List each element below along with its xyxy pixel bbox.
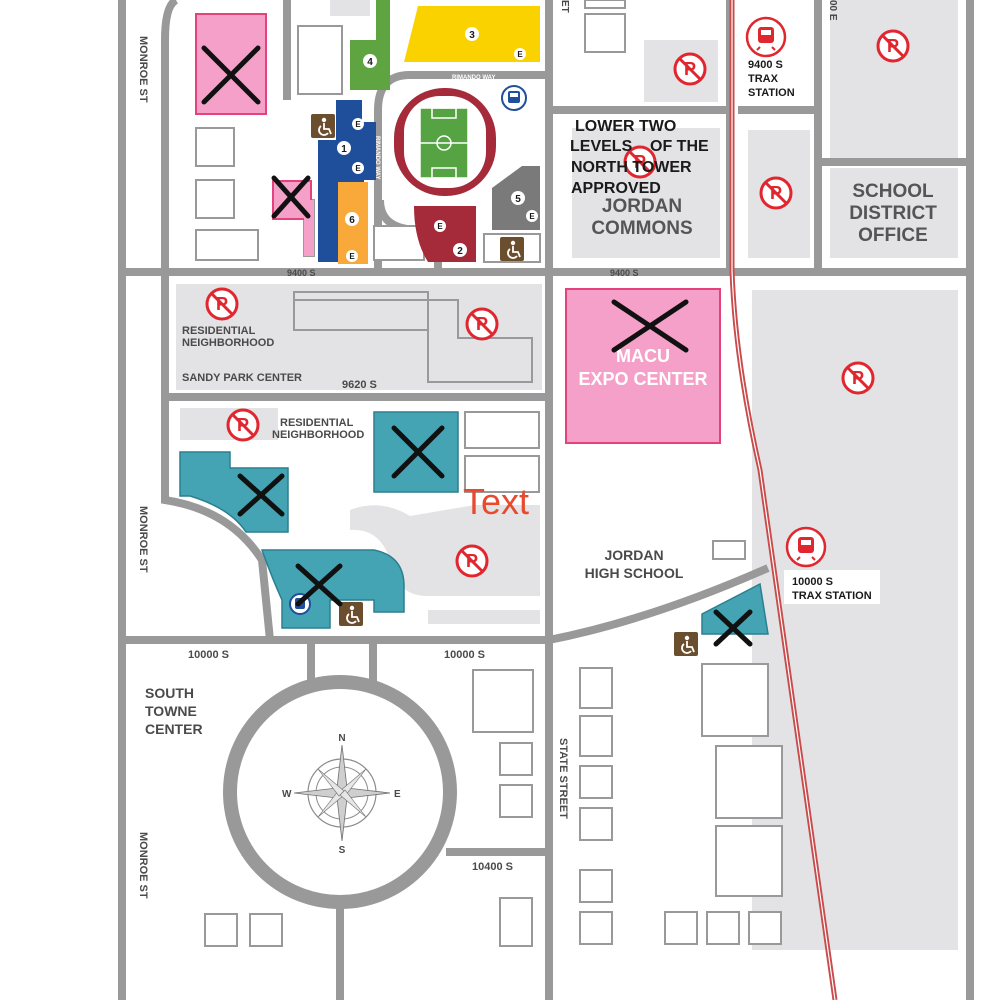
svg-text:LOWER TWO: LOWER TWO [575,118,676,135]
svg-text:SOUTH: SOUTH [145,685,194,701]
no-parking-icon [226,408,260,442]
teal-lot-south[interactable] [260,549,405,629]
svg-text:10400 S: 10400 S [472,861,513,873]
no-parking-icon [759,176,793,210]
svg-text:DISTRICT: DISTRICT [849,203,937,224]
trax-train-icon [745,16,787,58]
svg-text:NORTH TOWER: NORTH TOWER [571,159,692,176]
svg-text:4: 4 [367,57,373,68]
svg-text:00 E: 00 E [827,0,838,21]
svg-text:SCHOOL: SCHOOL [852,181,934,202]
street-labels: MONROE ST MONROE ST MONROE ST 9400 S 940… [137,0,838,899]
compass-rose-icon: N S E W [282,733,401,856]
x-mark-icon [237,473,285,517]
svg-text:RESIDENTIAL: RESIDENTIAL [280,417,354,429]
svg-text:STATE STREET: STATE STREET [557,738,569,819]
annotation-note: LOWER TWO LEVELS OF THE NORTH TOWER APPR… [570,118,709,197]
svg-text:ET: ET [559,0,570,13]
no-parking-icon [841,361,875,395]
svg-text:3: 3 [469,30,475,41]
svg-text:LEVELS OF THE: LEVELS OF THE [570,138,709,155]
svg-text:10000 S: 10000 S [444,649,485,661]
svg-text:NEIGHBORHOOD: NEIGHBORHOOD [182,337,274,349]
svg-text:HIGH SCHOOL: HIGH SCHOOL [585,565,684,581]
accessible-parking-icon [338,601,364,627]
lot-4[interactable] [350,0,390,90]
svg-text:NEIGHBORHOOD: NEIGHBORHOOD [272,429,364,441]
svg-text:CENTER: CENTER [145,721,203,737]
city-blocks [176,0,958,950]
svg-text:N: N [338,733,345,744]
svg-text:5: 5 [515,194,521,205]
svg-text:W: W [282,789,292,800]
x-mark-icon [295,563,343,607]
svg-text:TRAX STATION: TRAX STATION [792,590,872,602]
svg-text:10000 S: 10000 S [188,649,229,661]
accessible-parking-icon [673,631,699,657]
svg-text:MONROE ST: MONROE ST [137,36,149,103]
svg-text:E: E [394,789,401,800]
building-outlines [195,0,783,947]
place-labels: 9400 S TRAX STATION SCHOOL DISTRICT OFFI… [145,59,937,737]
svg-text:E: E [349,252,355,261]
svg-text:E: E [437,222,443,231]
x-mark-icon [201,45,261,105]
svg-text:9400 S: 9400 S [287,268,316,278]
svg-text:E: E [529,212,535,221]
no-parking-icon [673,52,707,86]
svg-text:E: E [517,50,523,59]
svg-text:EXPO CENTER: EXPO CENTER [578,369,707,389]
accessible-parking-icon [499,236,525,262]
svg-text:COMMONS: COMMONS [591,218,692,239]
svg-text:APPROVED: APPROVED [571,180,661,197]
svg-text:10000 S: 10000 S [792,576,833,588]
no-parking-icon [205,287,239,321]
accessible-parking-icon [310,113,336,139]
svg-text:JORDAN: JORDAN [602,196,682,217]
svg-text:E: E [355,120,361,129]
x-mark-icon [391,425,445,479]
trax-train-icon [785,526,827,568]
teal-lot-east[interactable] [701,582,769,635]
x-marks [201,45,753,647]
svg-text:MACU: MACU [616,346,670,366]
svg-text:JORDAN: JORDAN [604,547,663,563]
svg-text:6: 6 [349,215,355,226]
svg-text:RESIDENTIAL: RESIDENTIAL [182,325,256,337]
stadium [394,88,496,196]
no-parking-icon [455,544,489,578]
svg-text:MONROE ST: MONROE ST [137,832,149,899]
entrance-markers: E E E E E E [346,48,538,262]
svg-text:RIMANDO WAY: RIMANDO WAY [452,75,495,81]
teal-lot-west[interactable] [179,451,289,533]
svg-text:STATION: STATION [748,87,795,99]
macu-expo-lot[interactable] [565,288,721,444]
svg-text:E: E [355,164,361,173]
svg-text:S: S [339,845,346,856]
roundabout-ring [223,675,457,909]
no-parking-icon [876,29,910,63]
svg-text:MONROE ST: MONROE ST [137,506,149,573]
svg-text:TOWNE: TOWNE [145,703,197,719]
svg-text:SANDY PARK CENTER: SANDY PARK CENTER [182,372,302,384]
x-mark-icon [713,609,753,647]
svg-text:TRAX: TRAX [748,73,779,85]
trax-rail-line [729,0,838,1000]
no-parking-icon [465,307,499,341]
bus-icon [501,85,527,111]
svg-text:9400 S: 9400 S [610,268,639,278]
lot-pink-strip[interactable] [304,200,314,256]
svg-text:1: 1 [341,144,347,155]
svg-text:OFFICE: OFFICE [858,225,928,246]
x-mark-icon [611,299,689,353]
svg-text:9400 S: 9400 S [748,59,783,71]
annotation-text: Text [463,481,529,522]
svg-text:9620 S: 9620 S [342,379,377,391]
x-mark-icon [271,175,311,219]
lot-number-badges: 1 2 3 4 5 6 [337,27,525,257]
svg-text:2: 2 [457,246,463,257]
svg-text:RIMANDO WAY: RIMANDO WAY [374,136,380,179]
